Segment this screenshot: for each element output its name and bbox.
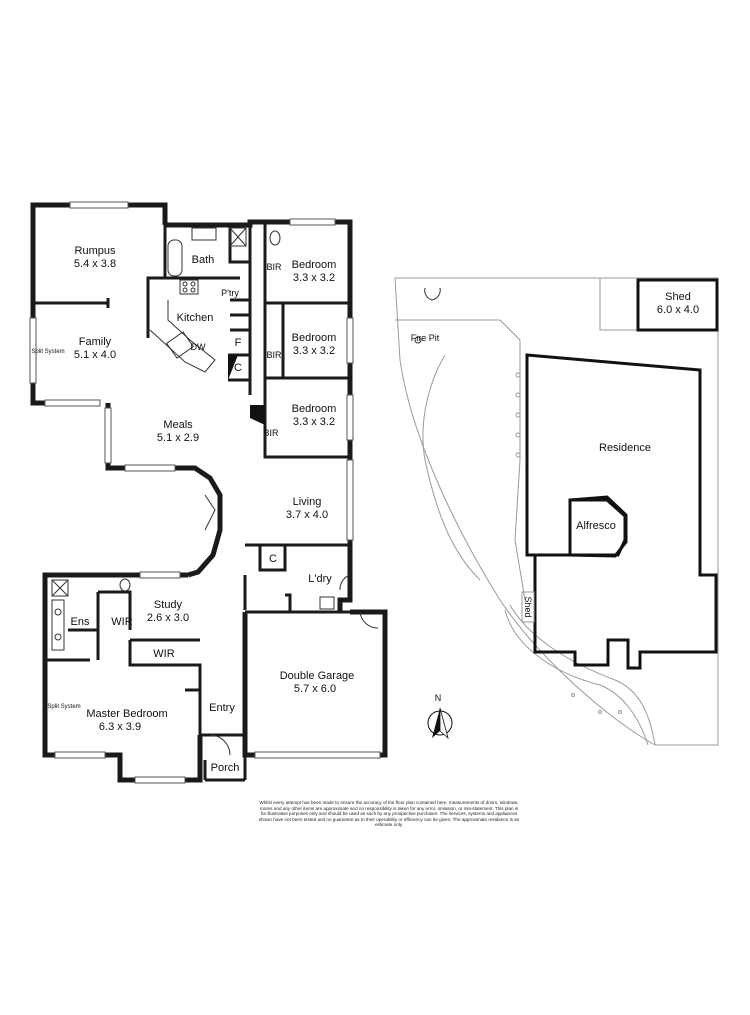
- cooktop-burner-3: [182, 287, 188, 293]
- entry-label: Entry: [209, 702, 235, 714]
- rumpus-window: [69, 201, 129, 209]
- shed-side-label: Shed: [523, 596, 533, 617]
- laundry-walls: [243, 543, 350, 614]
- house-floor-plan: Rumpus 5.4 x 3.8 Family 5.1 x 4.0 Split …: [29, 201, 388, 784]
- toilet: [269, 230, 281, 246]
- garage-door: [254, 751, 381, 759]
- study-size: 2.6 x 3.0: [147, 612, 189, 624]
- kitchen-cupboard-label: C: [234, 362, 242, 374]
- family-window: [29, 317, 37, 384]
- bedroom-3-label: Bedroom: [292, 403, 337, 415]
- laundry-label: L'dry: [308, 573, 332, 585]
- meals-bay-wall: [118, 465, 223, 578]
- ens-shower: [51, 579, 69, 597]
- master-wing-outer-wall: [42, 572, 203, 783]
- meals-bay-window: [124, 464, 176, 472]
- meals-label: Meals: [163, 419, 193, 431]
- fire-pit-icon: [414, 336, 422, 344]
- shed-main: [636, 278, 719, 332]
- site-boundary: [394, 277, 719, 746]
- study-window: [139, 571, 181, 579]
- living-size: 3.7 x 4.0: [286, 509, 328, 521]
- ens-toilet: [119, 578, 131, 592]
- bedroom-2-window: [346, 317, 354, 364]
- shed-side: [521, 591, 535, 623]
- wir-label-1: WIR: [111, 616, 132, 628]
- cooktop-burner-4: [190, 287, 196, 293]
- meals-west-window: [104, 407, 112, 464]
- split-system-label-1: Split System: [31, 349, 64, 355]
- shower: [229, 227, 247, 247]
- bedroom-walls: [263, 222, 350, 459]
- bath-vanity: [191, 227, 217, 241]
- cooktop: [179, 279, 199, 295]
- residence-label: Residence: [599, 442, 651, 454]
- residence-windows: [515, 372, 622, 714]
- family-label: Family: [79, 336, 112, 348]
- bedroom-1-window: [289, 218, 336, 226]
- family-size: 5.1 x 4.0: [74, 349, 116, 361]
- meals-size: 5.1 x 2.9: [157, 432, 199, 444]
- fire-pit-label: Fire Pit: [411, 333, 440, 343]
- fireplace: [250, 405, 265, 425]
- site-plan: Shed 6.0 x 4.0 Fire Pit Residence Alfres…: [394, 277, 719, 746]
- ens-label: Ens: [71, 616, 90, 628]
- rumpus-size: 5.4 x 3.8: [74, 258, 116, 270]
- north-arrow-icon: N: [427, 693, 453, 740]
- master-bedroom-size: 6.3 x 3.9: [99, 721, 141, 733]
- laundry-door-swing: [339, 574, 351, 591]
- garage-door-swing: [359, 611, 379, 629]
- fridge-label: F: [235, 337, 242, 349]
- split-system-label-2: Split System: [47, 704, 80, 710]
- kitchen-walls: [148, 276, 252, 395]
- garage-size: 5.7 x 6.0: [294, 683, 336, 695]
- north-label: N: [435, 693, 442, 703]
- cooktop-burner-2: [190, 281, 196, 287]
- master-south-window: [54, 751, 106, 759]
- kitchen-label: Kitchen: [177, 312, 214, 324]
- pantry-label: P'try: [221, 288, 239, 298]
- bir-3-label: BIR: [263, 428, 279, 438]
- bathtub: [167, 239, 183, 277]
- rumpus-label: Rumpus: [75, 245, 116, 257]
- ens-vanity: [51, 599, 65, 651]
- family-south-window: [44, 399, 101, 407]
- laundry-tub: [319, 596, 335, 610]
- kitchen-sink: [165, 331, 195, 359]
- garage-label: Double Garage: [280, 670, 355, 682]
- laundry-cupboard-label: C: [269, 553, 277, 565]
- bath-label: Bath: [192, 254, 215, 266]
- cooktop-burner-1: [182, 281, 188, 287]
- living-label: Living: [293, 496, 322, 508]
- master-internal-walls: [45, 590, 202, 735]
- dw-label: DW: [191, 342, 206, 352]
- meals-bay-doors: [204, 494, 216, 531]
- bedroom-1-label: Bedroom: [292, 259, 337, 271]
- entry-door-swing: [209, 734, 231, 756]
- fire-pit-gate: [424, 287, 441, 301]
- bedroom-1-size: 3.3 x 3.2: [293, 272, 335, 284]
- master-bay-window: [134, 776, 186, 784]
- garage-walls: [242, 609, 388, 758]
- bedroom-2-label: Bedroom: [292, 332, 337, 344]
- master-bedroom-label: Master Bedroom: [86, 708, 167, 720]
- bir-2-label: BIR: [266, 350, 282, 360]
- bir-1-label: BIR: [266, 262, 282, 272]
- disclaimer-text: Whilst every attempt has been made to en…: [258, 800, 520, 828]
- kitchen-corner-fill: [228, 355, 238, 380]
- alfresco-outline: [568, 495, 628, 558]
- alfresco-label: Alfresco: [576, 520, 616, 532]
- porch-label: Porch: [211, 762, 240, 774]
- study-label: Study: [154, 599, 183, 611]
- wir-label-2: WIR: [153, 648, 174, 660]
- kitchen-bench: [149, 300, 216, 373]
- bedroom-3-size: 3.3 x 3.2: [293, 416, 335, 428]
- living-window: [346, 459, 354, 541]
- bedroom-3-window: [346, 394, 354, 441]
- shed-main-label: Shed: [665, 291, 691, 303]
- bedroom-2-size: 3.3 x 3.2: [293, 345, 335, 357]
- shed-main-size: 6.0 x 4.0: [657, 304, 699, 316]
